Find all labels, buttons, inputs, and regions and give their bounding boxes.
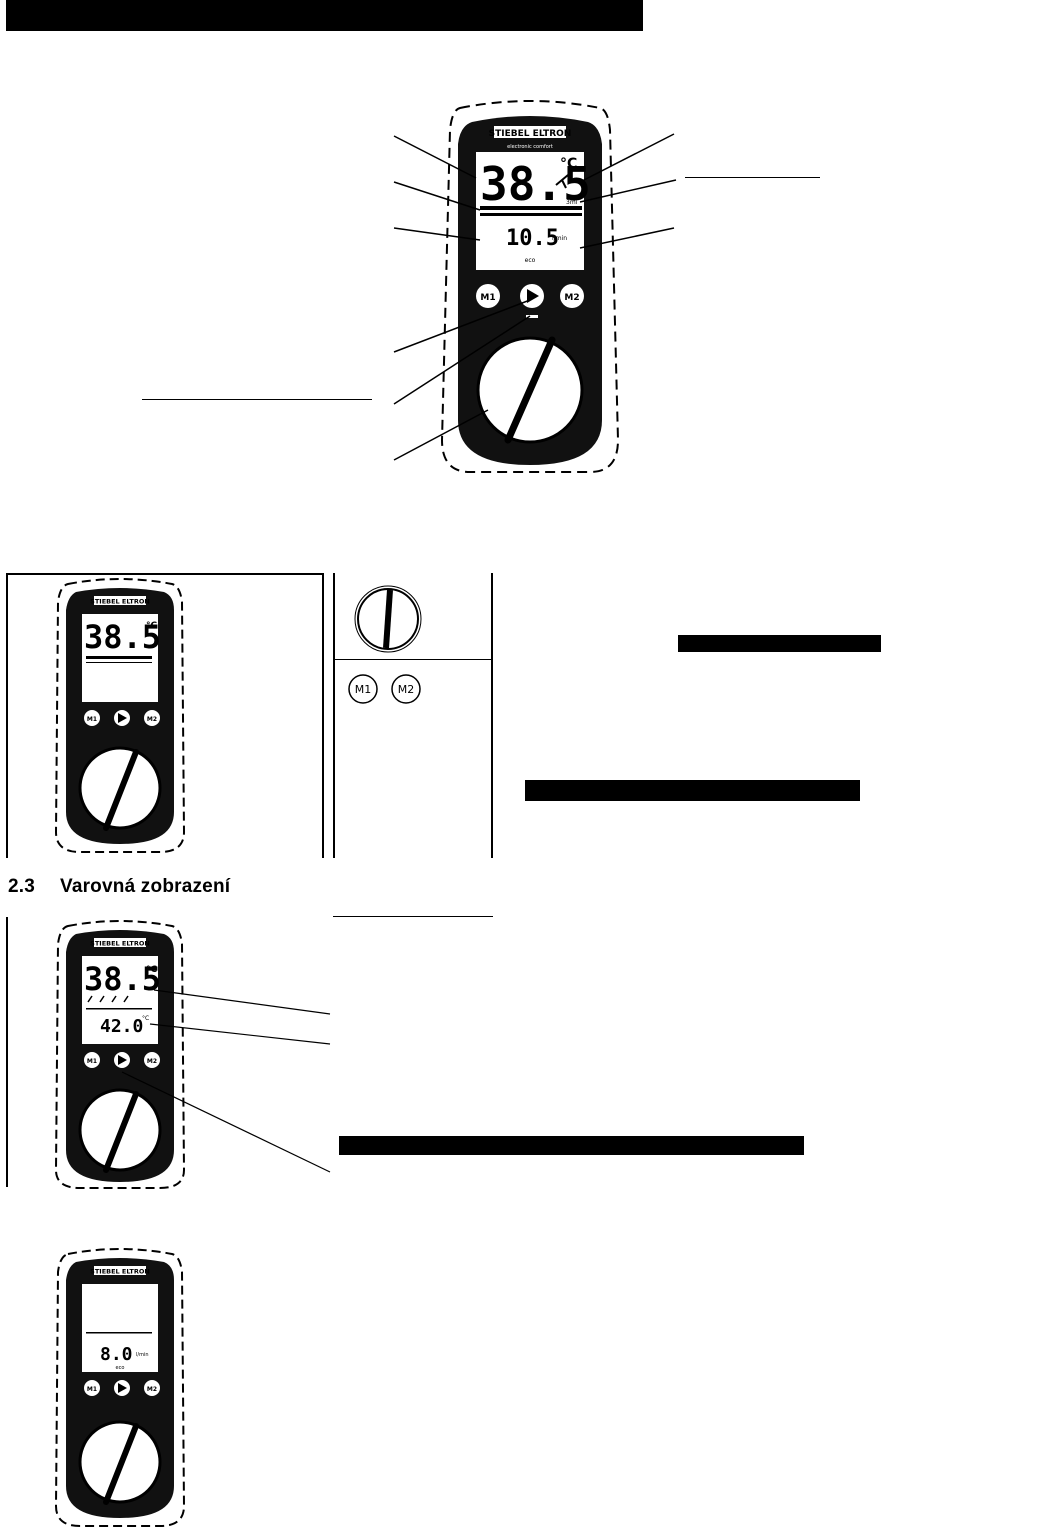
standard-device-figure: STIEBEL ELTRON 38.5 °C M1 M2 bbox=[54, 578, 186, 853]
flow-unit: l/min bbox=[136, 1352, 149, 1358]
main-small-unit: 3mi bbox=[566, 199, 578, 206]
flow-device-figure: STIEBEL ELTRON 8.0 l/min eco M1 M2 bbox=[54, 1248, 186, 1527]
svg-text:M1: M1 bbox=[87, 1058, 97, 1065]
main-mode-label: eco bbox=[525, 257, 536, 264]
svg-text:M1: M1 bbox=[87, 1386, 97, 1393]
svg-text:M1: M1 bbox=[87, 716, 97, 723]
warning-temperature-readout: 38.5 bbox=[84, 960, 161, 998]
main-celsius-unit: °C bbox=[560, 156, 577, 172]
section-title: Varovná zobrazení bbox=[60, 876, 231, 897]
flow-mode-label: eco bbox=[116, 1365, 125, 1371]
label-underline-right bbox=[685, 177, 820, 178]
standard-celsius-unit: °C bbox=[146, 621, 158, 631]
main-play-icon bbox=[527, 289, 539, 303]
main-flow-unit: l/min bbox=[552, 235, 567, 242]
table-divider-2 bbox=[333, 573, 335, 858]
warning-top-rule bbox=[333, 916, 493, 917]
standard-play-icon bbox=[118, 713, 127, 723]
table-divider-3 bbox=[491, 573, 493, 858]
table-left-border bbox=[6, 573, 8, 858]
svg-text:M2: M2 bbox=[147, 716, 157, 723]
redacted-title-bar bbox=[6, 0, 643, 31]
main-m2-button: M2 bbox=[564, 293, 579, 303]
warning-brand-logo: STIEBEL ELTRON bbox=[90, 940, 150, 948]
table-divider-1 bbox=[322, 573, 324, 858]
memory-buttons-symbol: M1 M2 bbox=[348, 674, 421, 704]
warning-secondary-unit: °C bbox=[142, 1015, 149, 1022]
redacted-bar-1 bbox=[678, 635, 881, 652]
svg-text:M2: M2 bbox=[147, 1386, 157, 1393]
redacted-bar-2 bbox=[525, 780, 860, 801]
standard-brand-logo: STIEBEL ELTRON bbox=[90, 598, 150, 606]
main-device-figure: STIEBEL ELTRON electronic comfort 38.5 °… bbox=[393, 100, 677, 473]
memory-label-m1: M1 bbox=[355, 683, 372, 696]
section-heading: 2.3 Varovná zobrazení bbox=[8, 876, 230, 898]
standard-temperature-readout: 38.5 bbox=[84, 618, 161, 656]
main-knob-pointer bbox=[504, 336, 556, 444]
main-temperature-readout: 38.5 bbox=[480, 157, 591, 211]
brand-logo: STIEBEL ELTRON bbox=[489, 129, 572, 139]
brand-tagline: electronic comfort bbox=[507, 144, 553, 150]
main-flow-readout: 10.5 bbox=[506, 226, 559, 251]
flow-brand-logo: STIEBEL ELTRON bbox=[90, 1268, 150, 1276]
table-top-rule bbox=[6, 573, 322, 575]
wrench-icon bbox=[555, 174, 569, 189]
flow-readout: 8.0 bbox=[100, 1344, 133, 1365]
label-underline-left bbox=[142, 399, 372, 400]
warning-device-figure: STIEBEL ELTRON 38.5 °C 42.0 °C M1 M2 bbox=[54, 920, 331, 1189]
svg-text:°C: °C bbox=[146, 965, 158, 975]
memory-label-m2: M2 bbox=[398, 683, 415, 696]
warning-secondary-readout: 42.0 bbox=[100, 1016, 143, 1037]
svg-text:M2: M2 bbox=[147, 1058, 157, 1065]
knob-symbol bbox=[354, 585, 422, 653]
warning-left-border bbox=[6, 917, 8, 1187]
table-cell-rule bbox=[333, 659, 493, 660]
main-m1-button: M1 bbox=[480, 293, 495, 303]
redacted-bar-3 bbox=[339, 1136, 804, 1155]
section-number: 2.3 bbox=[8, 876, 36, 897]
